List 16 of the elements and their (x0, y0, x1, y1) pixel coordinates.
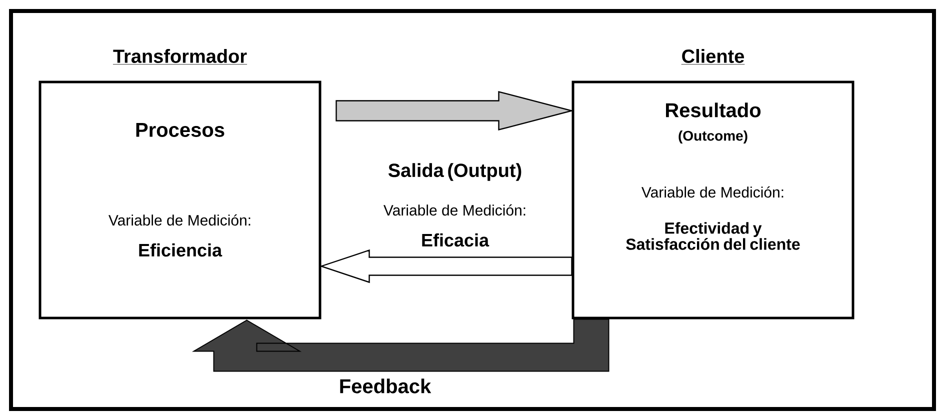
box-text: Efectividad y Satisfacción del cliente (626, 222, 800, 250)
label-text: Variable de Medición: (384, 204, 526, 216)
box-text: Procesos (136, 123, 224, 137)
heading: Cliente (681, 49, 745, 65)
heading: Transformador (112, 49, 248, 65)
box-text: Variable de Medición: (108, 214, 250, 226)
box-text: Eficiencia (139, 243, 222, 257)
edge-label: Salida (Output) (388, 163, 522, 181)
arrow (192, 318, 610, 372)
box-text: Variable de Medición: (642, 186, 784, 198)
arrow (336, 90, 574, 131)
box-text: Resultado (666, 102, 761, 118)
arrow (319, 249, 572, 284)
box-text: (Outcome) (678, 130, 748, 144)
edge-label: Feedback (340, 378, 432, 394)
label-text: Eficacia (422, 233, 490, 247)
